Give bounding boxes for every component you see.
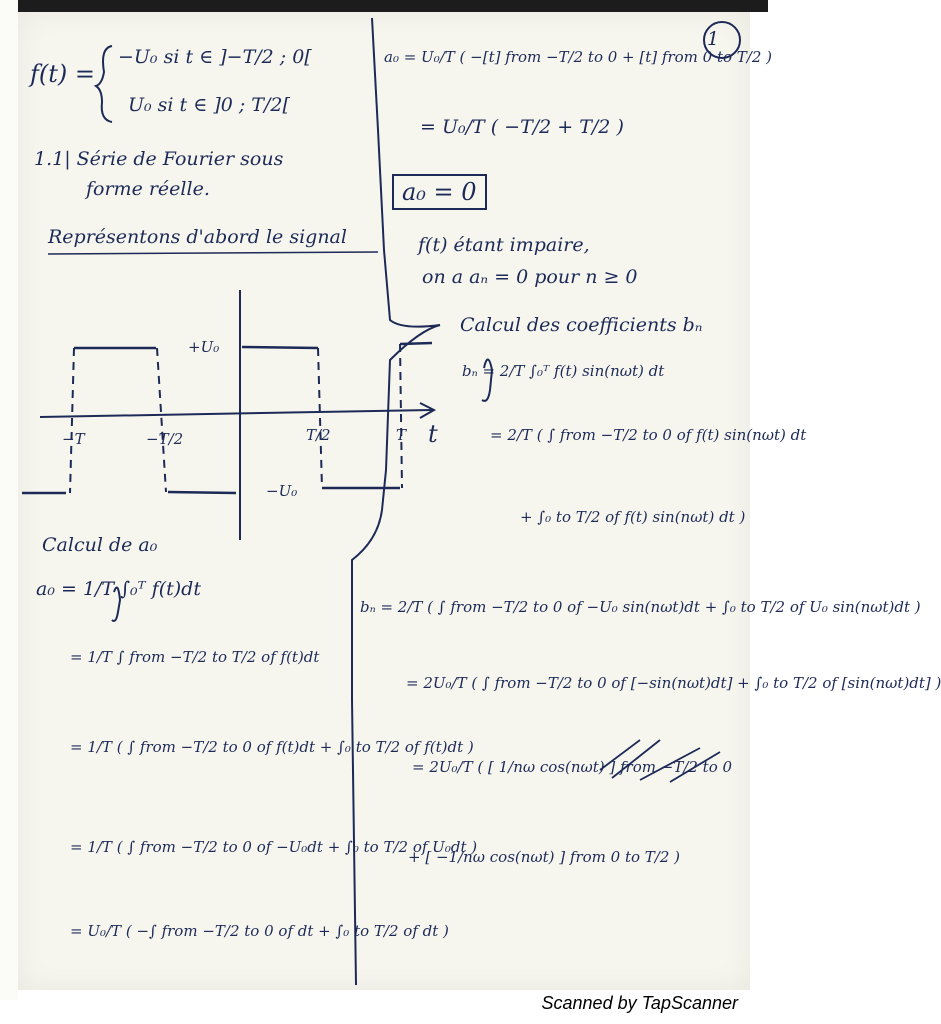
a0-result-line-2: = U₀/T ( −T/2 + T/2 ): [420, 116, 624, 138]
t-axis-arrow: [419, 402, 437, 419]
definition-brace: [93, 45, 113, 123]
bn-expand-3: = 2U₀/T ( [ 1/nω cos(nωt) ] from −T/2 to…: [412, 758, 733, 776]
integral-glyphs: [111, 358, 494, 622]
column-divider: [351, 17, 441, 986]
odd-statement-2: on a aₙ = 0 pour n ≥ 0: [422, 266, 638, 288]
a0-result-line-1: a₀ = U₀/T ( −[t] from −T/2 to 0 + [t] fr…: [384, 48, 772, 66]
crossed-out-scribble: [599, 739, 721, 783]
scan-top-edge: [0, 0, 768, 12]
bn-expand-4: + [ −1/nω cos(nωt) ] from 0 to T/2 ): [408, 848, 681, 866]
graph-axis-t-label: t: [428, 420, 438, 448]
odd-statement-1: f(t) étant impaire,: [418, 234, 590, 256]
bn-expand-1: bₙ = 2/T ( ∫ from −T/2 to 0 of −U₀ sin(n…: [360, 598, 921, 616]
definition-lhs: f(t) =: [30, 60, 95, 88]
a0-line-1: a₀ = 1/T ∫₀ᵀ f(t)dt: [36, 578, 201, 600]
square-wave-dashed-edges: [69, 343, 403, 494]
graph-tick-neg-half: −T/2: [146, 430, 184, 448]
graph-tick-T: T: [396, 426, 407, 444]
represent-underline: [47, 251, 379, 255]
handwriting-drawings: [22, 17, 741, 986]
a0-boxed-result: a₀ = 0: [392, 174, 487, 210]
calc-a0-title: Calcul de a₀: [42, 534, 158, 556]
section-heading: 1.1| Série de Fourier sous: [34, 148, 284, 170]
bn-title: Calcul des coefficients bₙ: [460, 314, 703, 336]
square-wave: [22, 341, 433, 495]
page-number-circle: [703, 21, 741, 59]
a0-line-5: = U₀/T ( −∫ from −T/2 to 0 of dt + ∫₀ to…: [70, 922, 449, 940]
section-heading-cont: forme réelle.: [86, 178, 210, 200]
scan-left-margin: [0, 0, 18, 1000]
a0-line-2: = 1/T ∫ from −T/2 to T/2 of f(t)dt: [70, 648, 320, 666]
graph-tick-half: T/2: [306, 426, 331, 444]
bn-line-2: = 2/T ( ∫ from −T/2 to 0 of f(t) sin(nωt…: [490, 426, 807, 444]
graph-label-minus: −U₀: [266, 482, 298, 500]
a0-line-4: = 1/T ( ∫ from −T/2 to 0 of −U₀dt + ∫₀ t…: [70, 838, 478, 856]
bn-line-1: bₙ = 2/T ∫₀ᵀ f(t) sin(nωt) dt: [462, 362, 665, 380]
graph-t-axis: [39, 409, 433, 418]
a0-line-3: = 1/T ( ∫ from −T/2 to 0 of f(t)dt + ∫₀ …: [70, 738, 474, 756]
scanner-watermark: Scanned by TapScanner: [541, 993, 738, 1013]
bn-expand-2: = 2U₀/T ( ∫ from −T/2 to 0 of [−sin(nωt)…: [406, 674, 941, 692]
definition-case-2: U₀ si t ∈ ]0 ; T/2[: [128, 94, 290, 116]
definition-case-1: −U₀ si t ∈ ]−T/2 ; 0[: [118, 46, 312, 68]
graph-tick-neg-T: −T: [62, 430, 85, 448]
page-number: 1: [707, 28, 720, 50]
represent-signal: Représentons d'abord le signal: [48, 226, 347, 248]
graph-label-plus: +U₀: [188, 338, 220, 356]
bn-line-3: + ∫₀ to T/2 of f(t) sin(nωt) dt ): [520, 508, 746, 526]
paper-sheet: [18, 12, 750, 990]
